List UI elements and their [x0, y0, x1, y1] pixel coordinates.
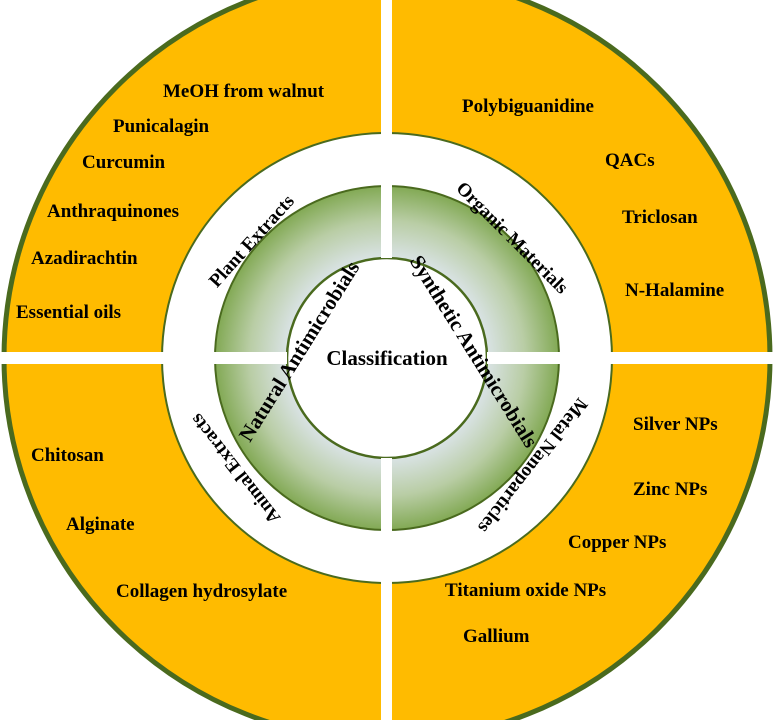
divider-horizontal-left — [0, 352, 287, 364]
plant-item: Curcumin — [82, 152, 165, 173]
animal-item: Chitosan — [31, 445, 104, 466]
metal-item: Titanium oxide NPs — [445, 580, 606, 601]
metal-item: Zinc NPs — [633, 479, 707, 500]
animal-item: Alginate — [66, 514, 135, 535]
metal-item: Copper NPs — [568, 532, 666, 553]
plant-item: MeOH from walnut — [163, 81, 325, 102]
metal-item: Silver NPs — [633, 414, 718, 435]
center-label: Classification — [326, 346, 448, 370]
animal-item: Collagen hydrosylate — [116, 581, 287, 602]
plant-item: Anthraquinones — [47, 201, 179, 222]
divider-vertical-top — [381, 0, 392, 258]
organic-item: Triclosan — [622, 207, 698, 228]
plant-item: Azadirachtin — [31, 248, 138, 269]
metal-item: Gallium — [463, 626, 530, 647]
animal-items: Chitosan Alginate Collagen hydrosylate — [31, 445, 287, 602]
organic-item: Polybiguanidine — [462, 96, 594, 117]
divider-vertical-bottom — [381, 458, 392, 720]
plant-items: MeOH from walnut Punicalagin Curcumin An… — [16, 81, 325, 323]
plant-item: Punicalagin — [113, 116, 210, 137]
divider-horizontal-right — [487, 352, 774, 364]
organic-items: Polybiguanidine QACs Triclosan N-Halamin… — [462, 96, 724, 301]
metal-items: Silver NPs Zinc NPs Copper NPs Titanium … — [445, 414, 718, 647]
plant-item: Essential oils — [16, 302, 121, 323]
organic-item: N-Halamine — [625, 280, 724, 301]
organic-item: QACs — [605, 150, 655, 171]
